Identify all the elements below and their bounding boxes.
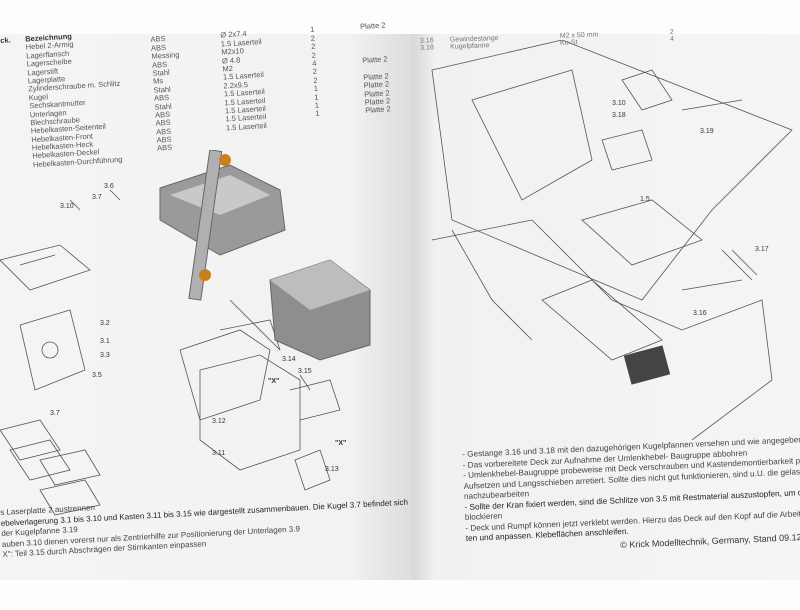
label-3-7: 3.7 bbox=[92, 194, 102, 201]
label-3-19: 3.19 bbox=[700, 128, 714, 135]
right-deck-drawing bbox=[431, 40, 793, 440]
label-3-11: 3.11 bbox=[212, 450, 226, 457]
label-3-5: 3.5 bbox=[92, 372, 102, 379]
label-3-15: 3.15 bbox=[298, 368, 312, 375]
label-3-17: 3.17 bbox=[755, 246, 769, 253]
label-3-6: 3.6 bbox=[104, 183, 114, 190]
label-x: "X" bbox=[268, 378, 280, 385]
left-assembly-drawing bbox=[0, 150, 371, 516]
label-3-10r: 3.10 bbox=[612, 100, 626, 107]
label-3-14: 3.14 bbox=[282, 356, 296, 363]
label-3-7b: 3.7 bbox=[50, 410, 60, 417]
label-x2: "X" bbox=[335, 440, 347, 447]
label-3-12: 3.12 bbox=[212, 418, 226, 425]
label-3-16: 3.16 bbox=[693, 310, 707, 317]
label-3-13: 3.13 bbox=[325, 466, 339, 473]
right-instructions: - Gestange 3.16 und 3.18 mit den dazugeh… bbox=[462, 434, 800, 545]
label-3-2: 3.2 bbox=[100, 320, 110, 327]
label-3-1: 3.1 bbox=[100, 338, 110, 345]
label-3-18: 3.18 bbox=[612, 112, 626, 119]
label-3-3: 3.3 bbox=[100, 352, 110, 359]
label-3-10: 3.10 bbox=[60, 203, 74, 210]
right-page bbox=[412, 34, 800, 580]
label-1-5: 1.5 bbox=[640, 196, 650, 203]
